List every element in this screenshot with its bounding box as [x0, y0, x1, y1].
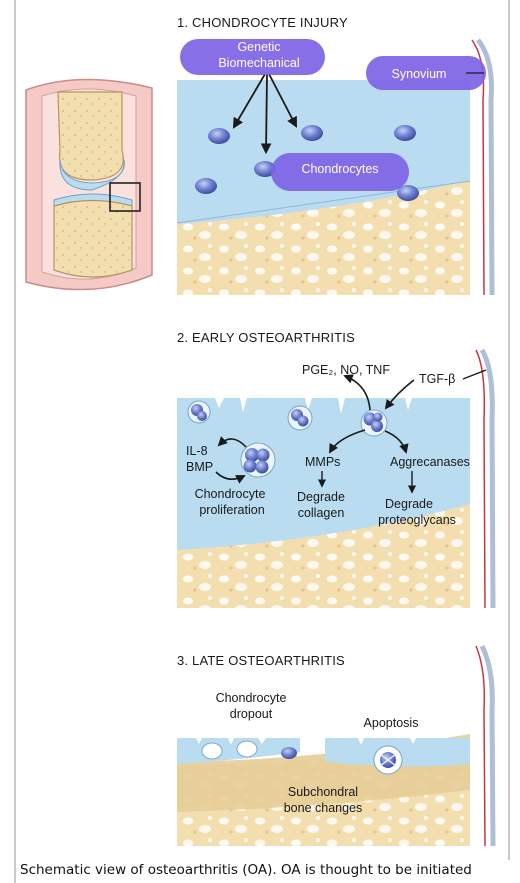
biomechanical-label: Biomechanical [218, 56, 299, 70]
panel-early-osteoarthritis: 2. EARLY OSTEOARTHRITIS PGE [177, 330, 493, 608]
mediators-label: PGE₂, NO, TNF [302, 363, 390, 377]
chondrocyte [195, 178, 217, 194]
lower-bone [54, 201, 132, 278]
figure-caption: Schematic view of osteoarthritis (OA). O… [20, 857, 520, 883]
subchondral-label-line2: bone changes [284, 801, 363, 815]
genetic-label: Genetic [237, 40, 280, 54]
synovium-membrane-2 [476, 350, 485, 608]
synovium-label: Synovium [392, 67, 447, 81]
panel-3-title: 3. LATE OSTEOARTHRITIS [177, 653, 345, 668]
empty-lacuna [202, 743, 222, 759]
chondrocyte-cluster [288, 406, 312, 430]
chondrocyte [301, 125, 323, 141]
upper-bone [58, 92, 123, 180]
arrow-injury [266, 74, 267, 152]
knee-joint-illustration [26, 79, 152, 289]
synovium-membrane-3 [476, 646, 485, 846]
proliferation-label-line2: proliferation [199, 503, 264, 517]
panel-1-title: 1. CHONDROCYTE INJURY [177, 15, 348, 30]
dropout-label-line1: Chondrocyte [216, 691, 287, 705]
panel-chondrocyte-injury: 1. CHONDROCYTE INJURY Genetic Biomechani… [177, 15, 492, 295]
aggrecanases-label: Aggrecanases [390, 455, 470, 469]
mmps-label: MMPs [305, 455, 340, 469]
chondrocyte-cluster-proliferating [241, 443, 275, 477]
chondrocyte-cluster [361, 410, 387, 436]
degrade-proteoglycans-line1: Degrade [385, 497, 433, 511]
empty-lacuna [237, 741, 257, 757]
degrade-proteoglycans-line2: proteoglycans [378, 513, 456, 527]
apoptosis-label: Apoptosis [364, 716, 419, 730]
il8-label: IL-8 [186, 444, 208, 458]
proliferation-label-line1: Chondrocyte [195, 487, 266, 501]
tgf-beta-label: TGF-β [419, 372, 455, 386]
panel-2-title: 2. EARLY OSTEOARTHRITIS [177, 330, 355, 345]
panel-late-osteoarthritis: 3. LATE OSTEOARTHRITIS Chondrocyte dropo… [177, 646, 493, 846]
degrade-collagen-line2: collagen [298, 506, 345, 520]
chondrocyte-cluster [188, 401, 210, 423]
degrade-collagen-line1: Degrade [297, 490, 345, 504]
chondrocyte [394, 125, 416, 141]
chondrocytes-label: Chondrocytes [301, 162, 378, 176]
chondrocyte [281, 747, 297, 759]
apoptotic-chondrocyte [374, 746, 402, 774]
bmp-label: BMP [186, 460, 213, 474]
subchondral-label-line1: Subchondral [288, 785, 358, 799]
chondrocyte [208, 128, 230, 144]
dropout-label-line2: dropout [230, 707, 273, 721]
